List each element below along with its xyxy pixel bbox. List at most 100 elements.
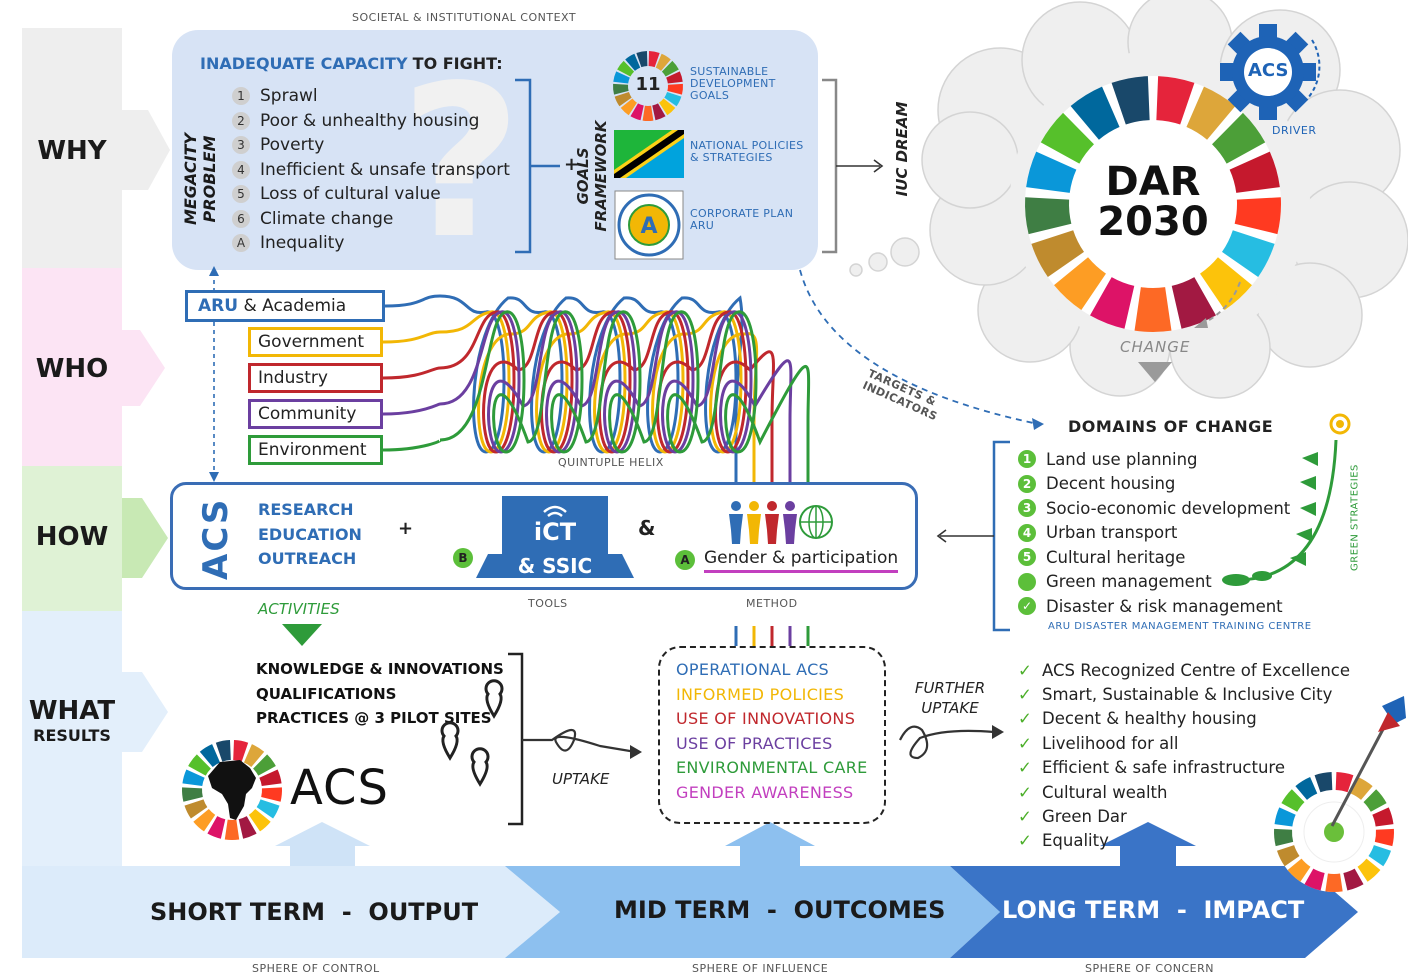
domain-badge (1018, 572, 1036, 591)
sdg-segment (1090, 277, 1135, 329)
sdg-segment (182, 787, 203, 802)
aru-seal-icon: A (614, 190, 684, 260)
sdg-segment (1234, 197, 1281, 235)
output-item: QUALIFICATIONS (256, 684, 397, 703)
sdg-segment (1368, 845, 1392, 867)
person-body (747, 514, 761, 544)
impact-text: Cultural wealth (1042, 782, 1168, 802)
problem-text: Loss of cultural value (260, 184, 441, 205)
impact-item: ✓Cultural wealth (1018, 780, 1350, 804)
problem-badge: 6 (232, 209, 250, 228)
sdg-segment (1111, 76, 1150, 125)
dar2030-title: DAR 2030 (1083, 162, 1223, 242)
person-head (749, 501, 759, 511)
check-icon: ✓ (1018, 709, 1032, 729)
sdg-segment (1274, 828, 1294, 847)
domain-badge: 3 (1018, 499, 1036, 518)
actor-environment: Environment (248, 435, 383, 465)
goal-item: NATIONAL POLICIES & STRATEGIES (690, 139, 804, 164)
helix-strand (382, 310, 759, 505)
academia-label: & Academia (243, 296, 347, 316)
problem-text: Poor & unhealthy housing (260, 110, 480, 131)
sdg-segment (1281, 789, 1305, 812)
domains-title: DOMAINS OF CHANGE (1068, 417, 1274, 436)
sdg-segment (188, 754, 211, 776)
sdg-segment (253, 754, 276, 776)
problem-item: 5 Loss of cultural value (232, 182, 510, 207)
sdg-segment (1357, 858, 1381, 882)
sdg-segment (256, 799, 280, 819)
check-icon: ✓ (1018, 807, 1032, 827)
sdg-segment (625, 53, 641, 71)
person-body (783, 514, 797, 544)
gear-label: ACS (1248, 60, 1289, 81)
sdg-segment (215, 740, 231, 762)
sdg-segment (1335, 772, 1354, 793)
change-arrow (1194, 281, 1241, 328)
badge-a: A (675, 550, 695, 570)
question-mark: ? (400, 40, 522, 285)
acs-gear-icon (1220, 24, 1321, 120)
top-caption: SOCIETAL & INSTITUTIONAL CONTEXT (352, 11, 577, 24)
sdg-segment (1200, 257, 1252, 311)
helix-strand (382, 310, 793, 505)
sdg-segment (1363, 789, 1387, 812)
sdg-segment (613, 83, 629, 95)
outcome-item: INFORMED POLICIES (676, 684, 845, 704)
sphere-influence: SPHERE OF INFLUENCE (692, 962, 829, 975)
helix-strand (382, 310, 775, 505)
sdg-segment (1026, 151, 1077, 193)
tools-caption: TOOLS (528, 597, 568, 610)
check-icon: ✓ (1018, 733, 1032, 753)
row-label-why: WHY (37, 136, 107, 166)
check-icon: ✓ (1018, 831, 1032, 851)
activities-arrow (282, 624, 322, 646)
sdg-segment (1212, 112, 1266, 164)
person-head (731, 501, 741, 511)
row-label-how: HOW (35, 522, 109, 552)
impact-item: ✓ Livelihood for all (1018, 731, 1350, 755)
problem-badge: 5 (232, 185, 250, 204)
impact-item: ✓Green Dar (1018, 804, 1350, 828)
domain-text: Disaster & risk management (1046, 596, 1283, 616)
people-globe-icon (729, 501, 833, 544)
problem-badge: 4 (232, 160, 250, 179)
year-label: 2030 (1097, 199, 1209, 245)
person-head (767, 501, 777, 511)
impact-item: ✓Smart, Sustainable & Inclusive City (1018, 682, 1350, 706)
why-heading-rest: TO FIGHT: (412, 54, 503, 73)
why-plus: + (564, 154, 580, 175)
aru-label: ARU (198, 296, 239, 316)
domain-item: ✓Disaster & risk management (1018, 594, 1290, 619)
domains-caption: ARU DISASTER MANAGEMENT TRAINING CENTRE (1048, 621, 1312, 632)
sdg-segment (661, 60, 679, 77)
check-icon: ✓ (1018, 758, 1032, 778)
sdg-segment (617, 60, 635, 77)
impact-text: Livelihood for all (1042, 733, 1179, 753)
term-long: LONG TERM - IMPACT (1002, 896, 1305, 924)
outcomes-box (658, 646, 886, 824)
sdg-segment (1314, 772, 1333, 793)
sdg-segment (1070, 86, 1120, 140)
person-head (785, 501, 795, 511)
impact-text: Equality (1042, 831, 1109, 851)
sdg-segment (1343, 868, 1364, 891)
domain-text: Land use planning (1046, 449, 1198, 469)
problem-badge: 1 (232, 87, 250, 106)
impact-item: ✓Efficient & safe infrastructure (1018, 756, 1350, 780)
sdg-segment (620, 98, 637, 116)
person-body (729, 514, 743, 544)
activities-caption: ACTIVITIES (258, 600, 340, 618)
sdg-segment (1229, 151, 1280, 193)
uptake-label: UPTAKE (552, 770, 610, 788)
